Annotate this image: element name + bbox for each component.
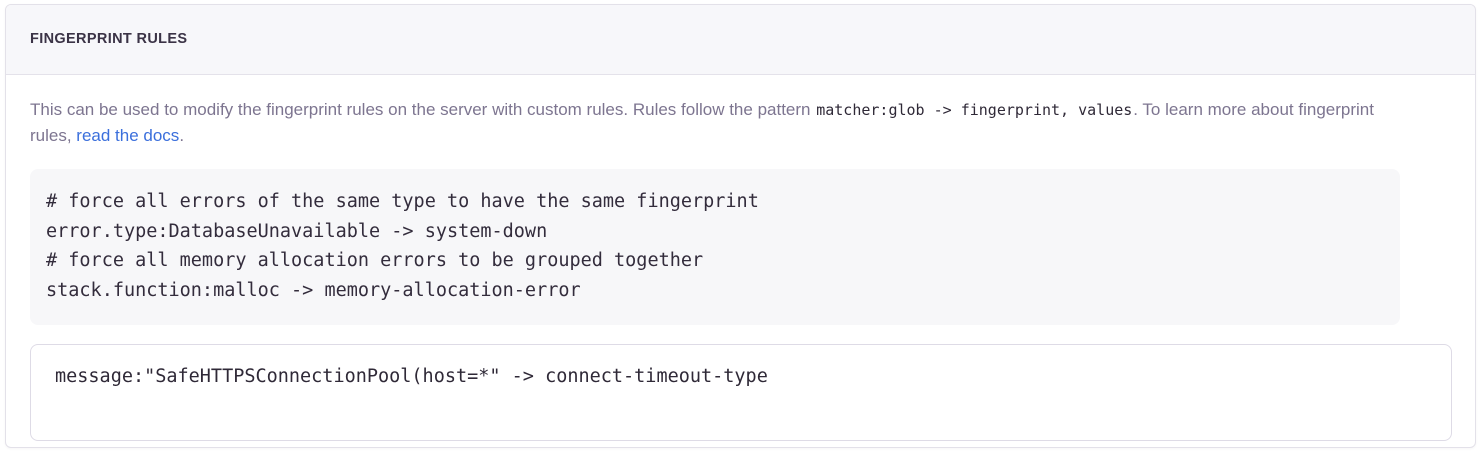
fingerprint-rules-input[interactable] [30,343,1452,441]
read-the-docs-link[interactable]: read the docs [76,126,180,145]
inline-code-pattern: matcher:glob -> fingerprint, values [816,101,1133,119]
panel-header: FINGERPRINT RULES [6,5,1475,75]
code-line: # force all memory allocation errors to … [46,250,704,271]
code-line: stack.function:malloc -> memory-allocati… [46,279,581,301]
description-middle-text: . To learn more about fingerprint rules, [30,100,1374,145]
fingerprint-rules-panel: FINGERPRINT RULES This can be used to mo… [5,4,1476,448]
description-lead-text: This can be used to modify the fingerpri… [30,100,816,119]
panel-description: This can be used to modify the fingerpri… [30,97,1385,149]
code-line: error.type:DatabaseUnavailable -> system… [46,220,548,242]
panel-body: This can be used to modify the fingerpri… [6,75,1475,441]
code-line: # force all errors of the same type to h… [46,191,759,212]
example-code-block: # force all errors of the same type to h… [30,169,1400,325]
page-title: FINGERPRINT RULES [30,31,188,48]
description-tail-text: . [179,126,185,145]
